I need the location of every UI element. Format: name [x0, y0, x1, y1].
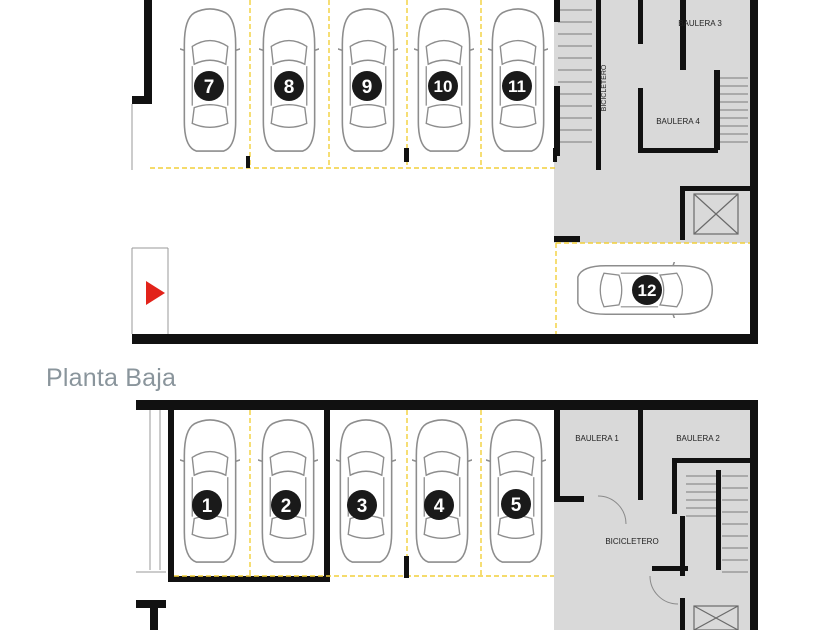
- staircase: [686, 475, 748, 573]
- space-badge-7: 7: [194, 71, 224, 101]
- svg-text:2: 2: [281, 496, 292, 517]
- svg-text:10: 10: [434, 77, 453, 96]
- floor-title: Planta Baja: [46, 364, 177, 392]
- ramp-arrow-icon: [146, 281, 165, 305]
- room-label-storage-3: BAULERA 3: [678, 19, 722, 28]
- space-lines: [150, 0, 750, 334]
- space-badge-4: 4: [424, 490, 454, 520]
- space-badge-3: 3: [347, 490, 377, 520]
- svg-text:9: 9: [362, 77, 373, 98]
- space-badge-10: 10: [428, 71, 458, 101]
- svg-text:4: 4: [434, 496, 445, 517]
- svg-text:7: 7: [204, 77, 215, 98]
- room-label-storage-4: BAULERA 4: [656, 117, 700, 126]
- ground-floor-plan: 1 2 3 4 5 BAULERA 1 BAULERA 2 BICICLETER…: [136, 400, 758, 630]
- space-badge-9: 9: [352, 71, 382, 101]
- svg-text:12: 12: [638, 281, 657, 300]
- service-area: [554, 0, 750, 243]
- elevator: [693, 605, 739, 630]
- space-badge-1: 1: [192, 490, 222, 520]
- walls: [132, 0, 758, 344]
- room-label-storage-1: BAULERA 1: [575, 434, 619, 443]
- space-badge-11: 11: [502, 71, 532, 101]
- elevator: [693, 193, 739, 235]
- space-badge-2: 2: [271, 490, 301, 520]
- room-label-bike-room: BICICLETERO: [601, 64, 608, 111]
- space-badge-8: 8: [274, 71, 304, 101]
- svg-text:8: 8: [284, 77, 295, 98]
- svg-text:11: 11: [508, 77, 526, 96]
- upper-level-plan: 7 8 9 10 11 12 BAULERA 3 BAULERA 4 BICIC…: [131, 0, 758, 344]
- bike-rack: [558, 9, 592, 143]
- room-label-bike-room: BICICLETERO: [605, 537, 658, 546]
- space-badge-5: 5: [501, 489, 531, 519]
- outline: [136, 410, 166, 573]
- svg-text:5: 5: [511, 495, 522, 516]
- door-swing: [597, 495, 679, 605]
- svg-text:3: 3: [357, 496, 368, 517]
- room-label-storage-2: BAULERA 2: [676, 434, 720, 443]
- space-badge-12: 12: [632, 275, 662, 305]
- staircase: [718, 77, 748, 143]
- outline: [131, 104, 169, 334]
- space-lines: [174, 410, 554, 577]
- svg-text:1: 1: [202, 496, 213, 517]
- walls: [136, 400, 758, 630]
